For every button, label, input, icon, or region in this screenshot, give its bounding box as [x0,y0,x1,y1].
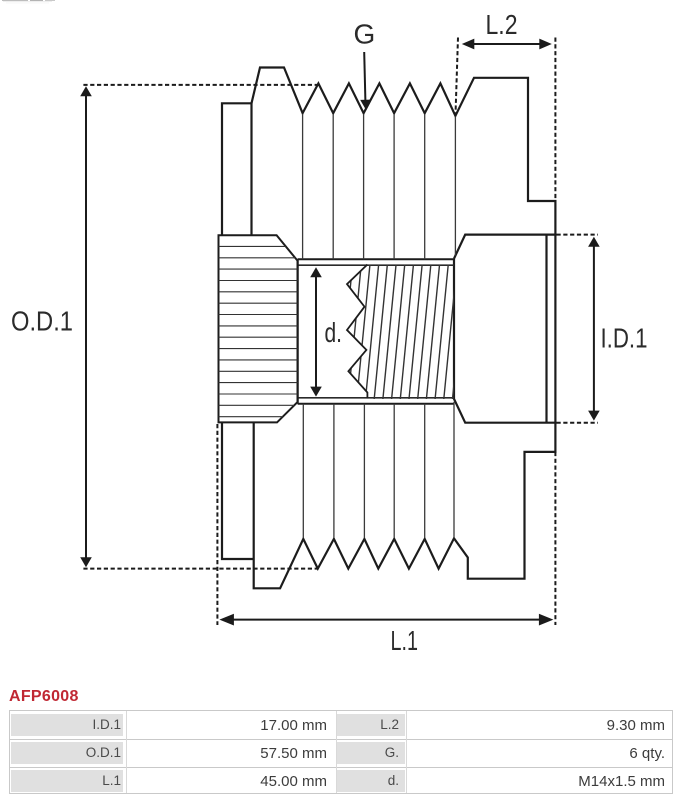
svg-text:G: G [354,19,376,50]
svg-text:d.: d. [325,317,343,348]
svg-text:O.D.1: O.D.1 [11,306,73,337]
svg-text:L.2: L.2 [486,9,518,40]
svg-text:I.D.1: I.D.1 [601,323,648,354]
svg-text:L.1: L.1 [391,625,419,656]
